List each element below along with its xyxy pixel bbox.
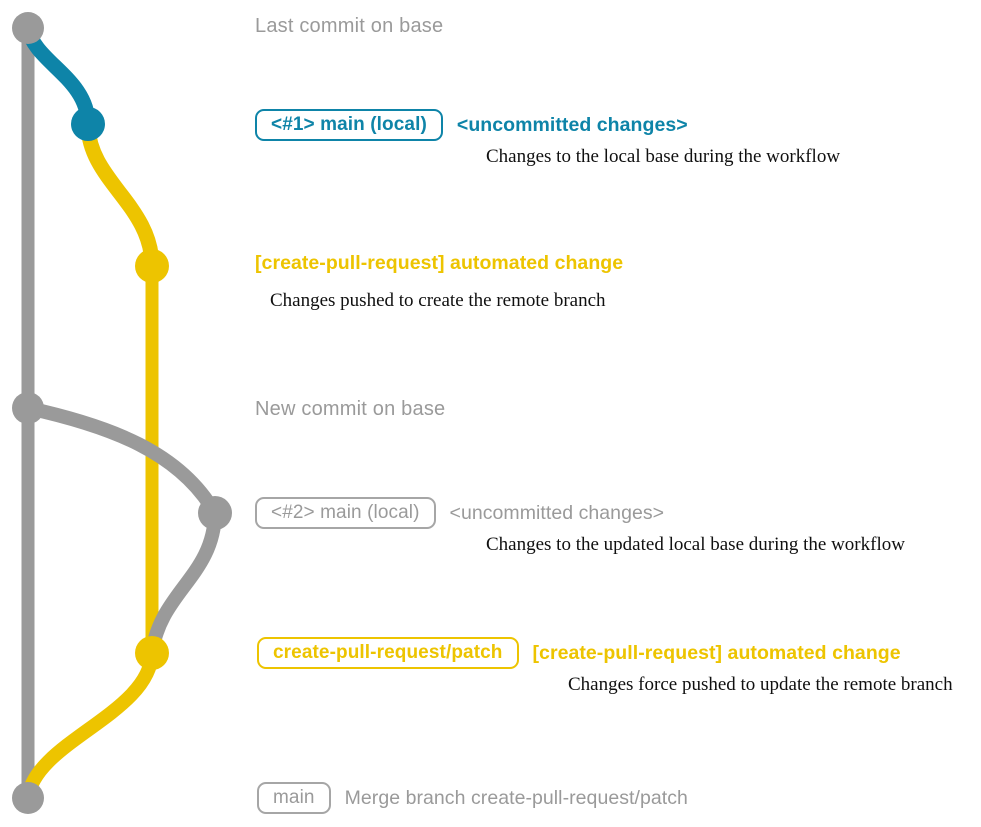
edge-basenew-to-local2 xyxy=(21,401,222,520)
branch-pill-local-2[interactable]: <#2> main (local) xyxy=(255,497,436,529)
label-new-commit-on-base: New commit on base xyxy=(255,398,446,420)
commit-row-local-2: <#2> main (local) <uncommitted changes> xyxy=(255,497,664,529)
commit-note-automated-change-1: Changes pushed to create the remote bran… xyxy=(270,290,606,311)
edge-local2-to-patch2 xyxy=(145,506,222,660)
edge-patch2-to-merge xyxy=(21,646,159,805)
commit-node-local-2[interactable] xyxy=(198,496,232,530)
commit-subject-local-1: <uncommitted changes> xyxy=(456,113,688,136)
commit-node-merge[interactable] xyxy=(12,782,44,814)
edge-local1-to-patch1 xyxy=(80,116,160,274)
commit-row-automated-change-2: create-pull-request/patch [create-pull-r… xyxy=(257,637,901,669)
commit-row-automated-change-1: [create-pull-request] automated change xyxy=(255,252,623,275)
commit-node-local-1[interactable] xyxy=(71,107,105,141)
branch-pill-create-pull-request-patch[interactable]: create-pull-request/patch xyxy=(257,637,519,669)
commit-node-base-head[interactable] xyxy=(12,12,44,44)
commit-note-local-2: Changes to the updated local base during… xyxy=(486,534,905,555)
branch-pill-main[interactable]: main xyxy=(257,782,331,814)
commit-subject-merge: Merge branch create-pull-request/patch xyxy=(344,786,688,809)
commit-node-patch-2[interactable] xyxy=(135,636,169,670)
commit-node-patch-1[interactable] xyxy=(135,249,169,283)
commit-note-automated-change-2: Changes force pushed to update the remot… xyxy=(568,674,953,695)
commit-subject-automated-change-1: [create-pull-request] automated change xyxy=(255,252,624,274)
commit-note-local-1: Changes to the local base during the wor… xyxy=(486,146,841,167)
commit-subject-automated-change-2: [create-pull-request] automated change xyxy=(532,641,901,664)
commit-node-base-new[interactable] xyxy=(12,392,44,424)
label-last-commit-on-base: Last commit on base xyxy=(255,15,444,37)
branch-pill-local-1[interactable]: <#1> main (local) xyxy=(255,109,443,141)
commit-subject-local-2: <uncommitted changes> xyxy=(449,501,665,524)
commit-row-local-1: <#1> main (local) <uncommitted changes> xyxy=(255,109,688,141)
commit-row-merge: main Merge branch create-pull-request/pa… xyxy=(257,782,688,814)
